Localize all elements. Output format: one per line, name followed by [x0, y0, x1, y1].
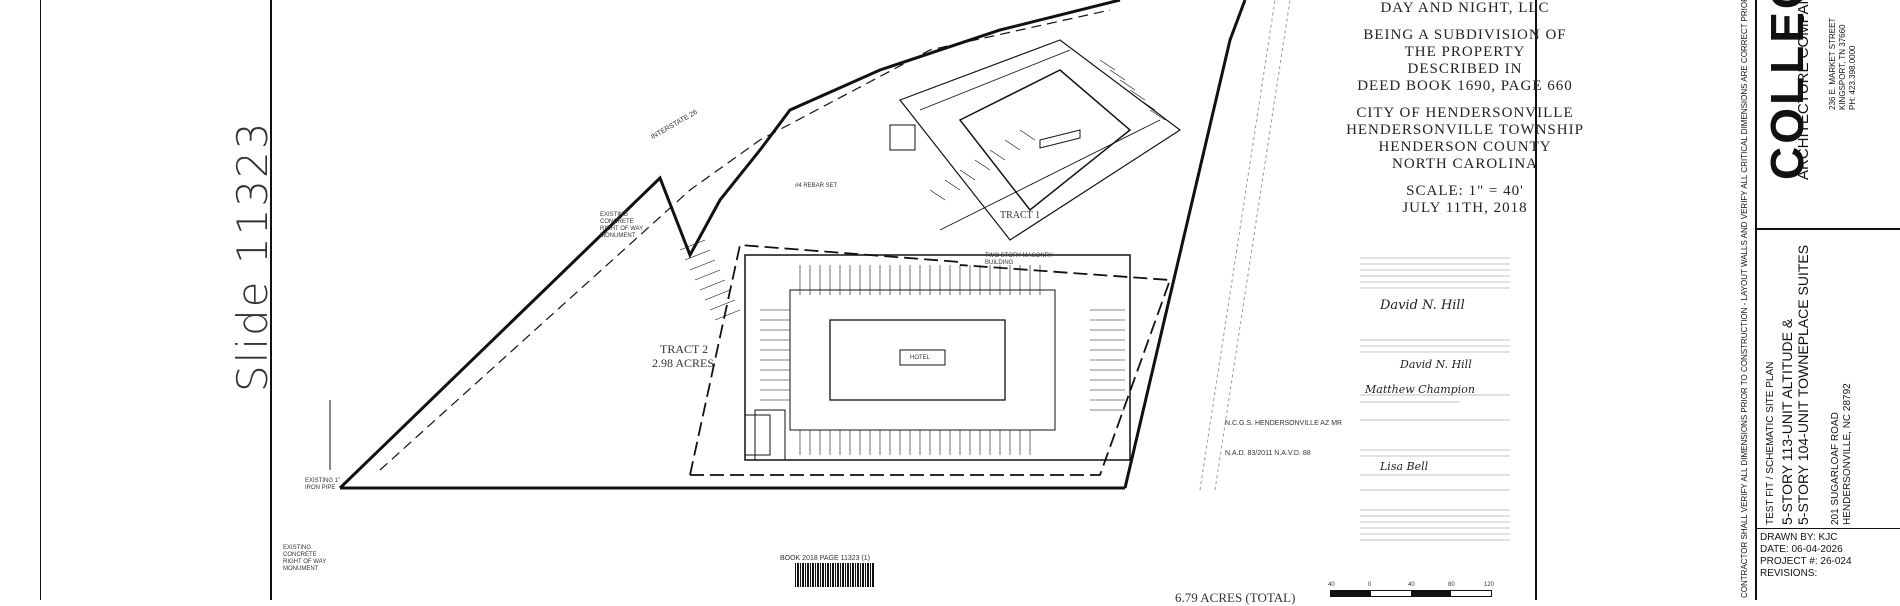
firm-logo-subtitle: ARCHITECTURE COMPANY	[1795, 0, 1812, 180]
plat-date: JULY 11th, 2018	[1402, 200, 1528, 216]
scale-tick-0: 40	[1328, 582, 1335, 588]
drawing-frame-left	[270, 0, 272, 600]
firm-address-line-1: 236 E. MARKET STREET	[1828, 17, 1837, 110]
project-address-line-2: HENDERSONVILLE, NC 28792	[1842, 383, 1853, 525]
concrete-monument-label: EXISTING CONCRETE RIGHT OF WAY MONUMENT	[600, 212, 644, 239]
sidebar-border	[1755, 0, 1757, 600]
sidebar-divider-lower	[1755, 528, 1900, 529]
revisions-label: REVISIONS:	[1760, 568, 1818, 579]
location-line-2: HENDERSONVILLE TOWNSHIP	[1346, 122, 1584, 138]
location-line-1: CITY OF HENDERSONVILLE	[1356, 105, 1574, 121]
project-number: PROJECT #: 26-024	[1760, 556, 1852, 567]
director-signature: Matthew Champion	[1365, 383, 1475, 396]
nad-label: N.A.D. 83/2011 N.A.V.D. 88	[1225, 450, 1311, 457]
firm-address-line-3: PH: 423.398.0000	[1848, 45, 1857, 111]
subdivision-line-2: THE PROPERTY	[1404, 44, 1526, 60]
sidebar-divider	[1755, 228, 1900, 230]
project-title-line-3: 5-STORY 104-UNIT TOWNEPLACE SUITES	[1795, 244, 1811, 525]
subdivision-line-1: BEING A SUBDIVISION OF	[1363, 27, 1567, 43]
officer-signature: Lisa Bell	[1380, 460, 1429, 473]
tract2-label: TRACT 2	[660, 342, 709, 356]
location-line-4: NORTH CAROLINA	[1391, 156, 1538, 172]
project-address: 201 SUGARLOAF ROAD HENDERSONVILLE, NC 28…	[1830, 383, 1854, 525]
hotel-label: HOTEL	[910, 355, 931, 361]
scale-tick-4: 120	[1484, 582, 1495, 588]
scale-tick-3: 80	[1448, 582, 1455, 588]
book-page-label: BOOK 2018 PAGE 11323 (1)	[780, 555, 871, 562]
graphic-scale-bar	[1330, 590, 1492, 597]
project-address-line-1: 201 SUGARLOAF ROAD	[1830, 412, 1841, 525]
scale-text: SCALE: 1" = 40'	[1406, 183, 1524, 199]
project-title-line-1: TEST FIT / SCHEMATIC SITE PLAN	[1765, 361, 1776, 525]
sheet-date: DATE: 06-04-2026	[1760, 544, 1843, 555]
tract2-area: 2.98 ACRES	[652, 356, 715, 370]
owner-name: DAY AND NIGHT, LLC	[1380, 0, 1550, 16]
recording-barcode	[795, 563, 875, 587]
ncgs-label: N.C.G.S. HENDERSONVILLE AZ MR	[1225, 420, 1343, 427]
tract1-label: TRACT 1	[1000, 210, 1041, 221]
subdivision-line-3: DESCRIBED IN	[1407, 61, 1523, 77]
scale-tick-2: 40	[1408, 582, 1415, 588]
construction-disclaimer: CONTRACTOR SHALL VERIFY ALL DIMENSIONS P…	[1740, 0, 1749, 598]
firm-address-line-2: KINGSPORT, TN 37660	[1838, 24, 1847, 110]
rebar-label: #4 REBAR SET	[795, 183, 838, 189]
firm-address: 236 E. MARKET STREET KINGSPORT, TN 37660…	[1828, 18, 1858, 110]
project-title: TEST FIT / SCHEMATIC SITE PLAN 5-STORY 1…	[1763, 245, 1811, 525]
iron-pipe-label: EXISTING 1" IRON PIPE	[305, 478, 341, 491]
left-border	[40, 0, 41, 600]
surveyor-signature: David N. Hill	[1380, 298, 1465, 313]
scale-tick-1: 0	[1368, 582, 1372, 588]
title-block: DAY AND NIGHT, LLC BEING A SUBDIVISION O…	[1315, 0, 1615, 217]
east-boundary	[1123, 0, 1247, 489]
surveyor-signature-2: David N. Hill	[1400, 358, 1472, 371]
concrete-monument-label-2: EXISTING CONCRETE RIGHT OF WAY MONUMENT	[283, 545, 327, 572]
two-story-label: TWO STORY MASONRY BUILDING	[985, 253, 1053, 266]
drawing-frame-right	[1535, 0, 1537, 600]
subdivision-line-4: DEED BOOK 1690, PAGE 660	[1357, 78, 1573, 94]
drawn-by: DRAWN BY: KJC	[1760, 532, 1838, 543]
project-title-line-2: 5-STORY 113-UNIT ALTITUDE &	[1779, 318, 1795, 525]
location-line-3: HENDERSON COUNTY	[1378, 139, 1552, 155]
